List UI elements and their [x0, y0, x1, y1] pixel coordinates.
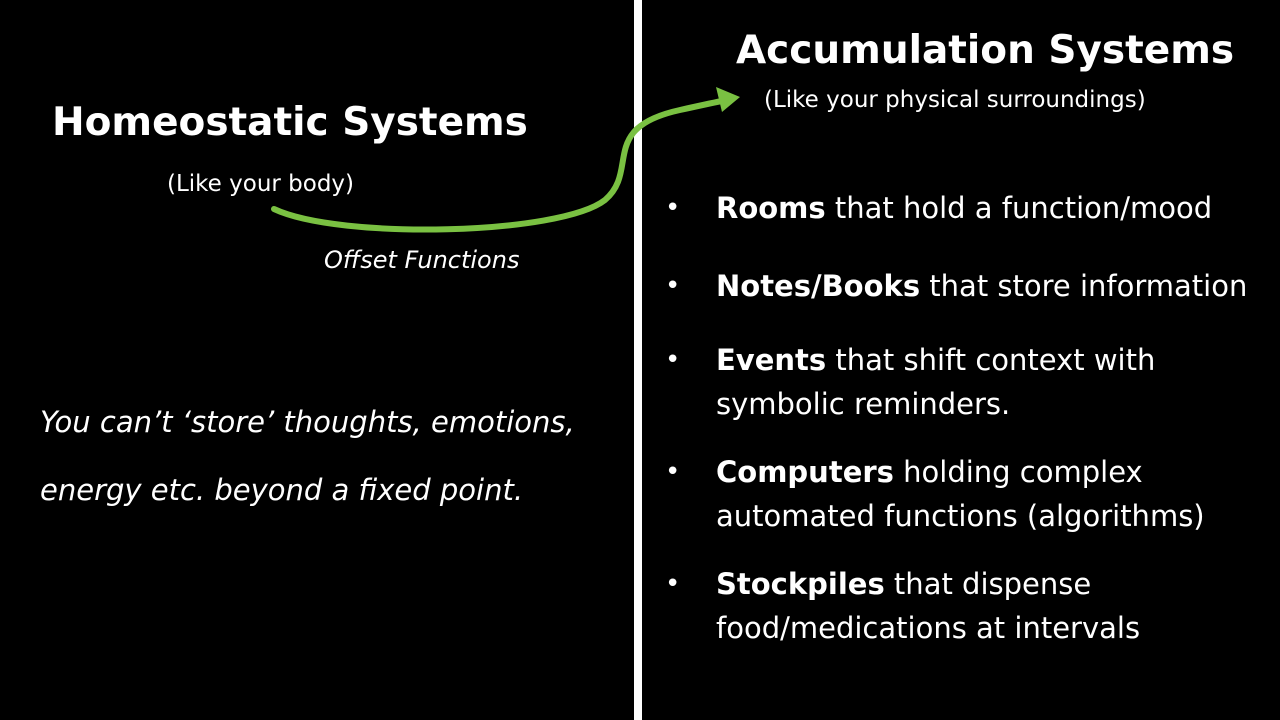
- homeostatic-title: Homeostatic Systems: [52, 100, 528, 145]
- item-term: Events: [716, 343, 827, 377]
- item-text: that dispense food/medications at interv…: [716, 567, 1141, 645]
- list-item-stockpiles: • Stockpiles that dispense food/medicati…: [665, 562, 1275, 650]
- list-item-events: • Events that shift context with symboli…: [665, 338, 1275, 426]
- bullet-icon: •: [665, 569, 681, 599]
- item-term: Computers: [716, 455, 894, 489]
- list-item-computers: • Computers holding complex automated fu…: [665, 450, 1275, 538]
- item-term: Stockpiles: [716, 567, 885, 601]
- bullet-icon: •: [665, 457, 681, 487]
- accumulation-subtitle: (Like your physical surroundings): [764, 87, 1146, 113]
- item-term: Rooms: [716, 191, 826, 225]
- item-text: that hold a function/mood: [825, 191, 1213, 225]
- bullet-icon: •: [665, 193, 681, 223]
- accumulation-list: • Rooms that hold a function/mood • Note…: [665, 186, 1275, 650]
- offset-functions-label: Offset Functions: [324, 246, 520, 274]
- storage-statement: You can’t ‘store’ thoughts, emotions, en…: [40, 405, 575, 507]
- accumulation-title: Accumulation Systems: [736, 28, 1235, 73]
- offset-arrow-head: [716, 87, 740, 112]
- list-item-rooms: • Rooms that hold a function/mood: [665, 186, 1275, 230]
- list-item-notes: • Notes/Books that store information: [665, 264, 1275, 308]
- item-text: holding complex automated functions (alg…: [716, 455, 1205, 533]
- item-text: that shift context with symbolic reminde…: [716, 343, 1156, 421]
- bullet-icon: •: [665, 271, 681, 301]
- item-text: that store information: [920, 269, 1248, 303]
- bullet-icon: •: [665, 345, 681, 375]
- homeostatic-subtitle: (Like your body): [167, 171, 355, 197]
- item-term: Notes/Books: [716, 269, 921, 303]
- center-divider: [634, 0, 642, 720]
